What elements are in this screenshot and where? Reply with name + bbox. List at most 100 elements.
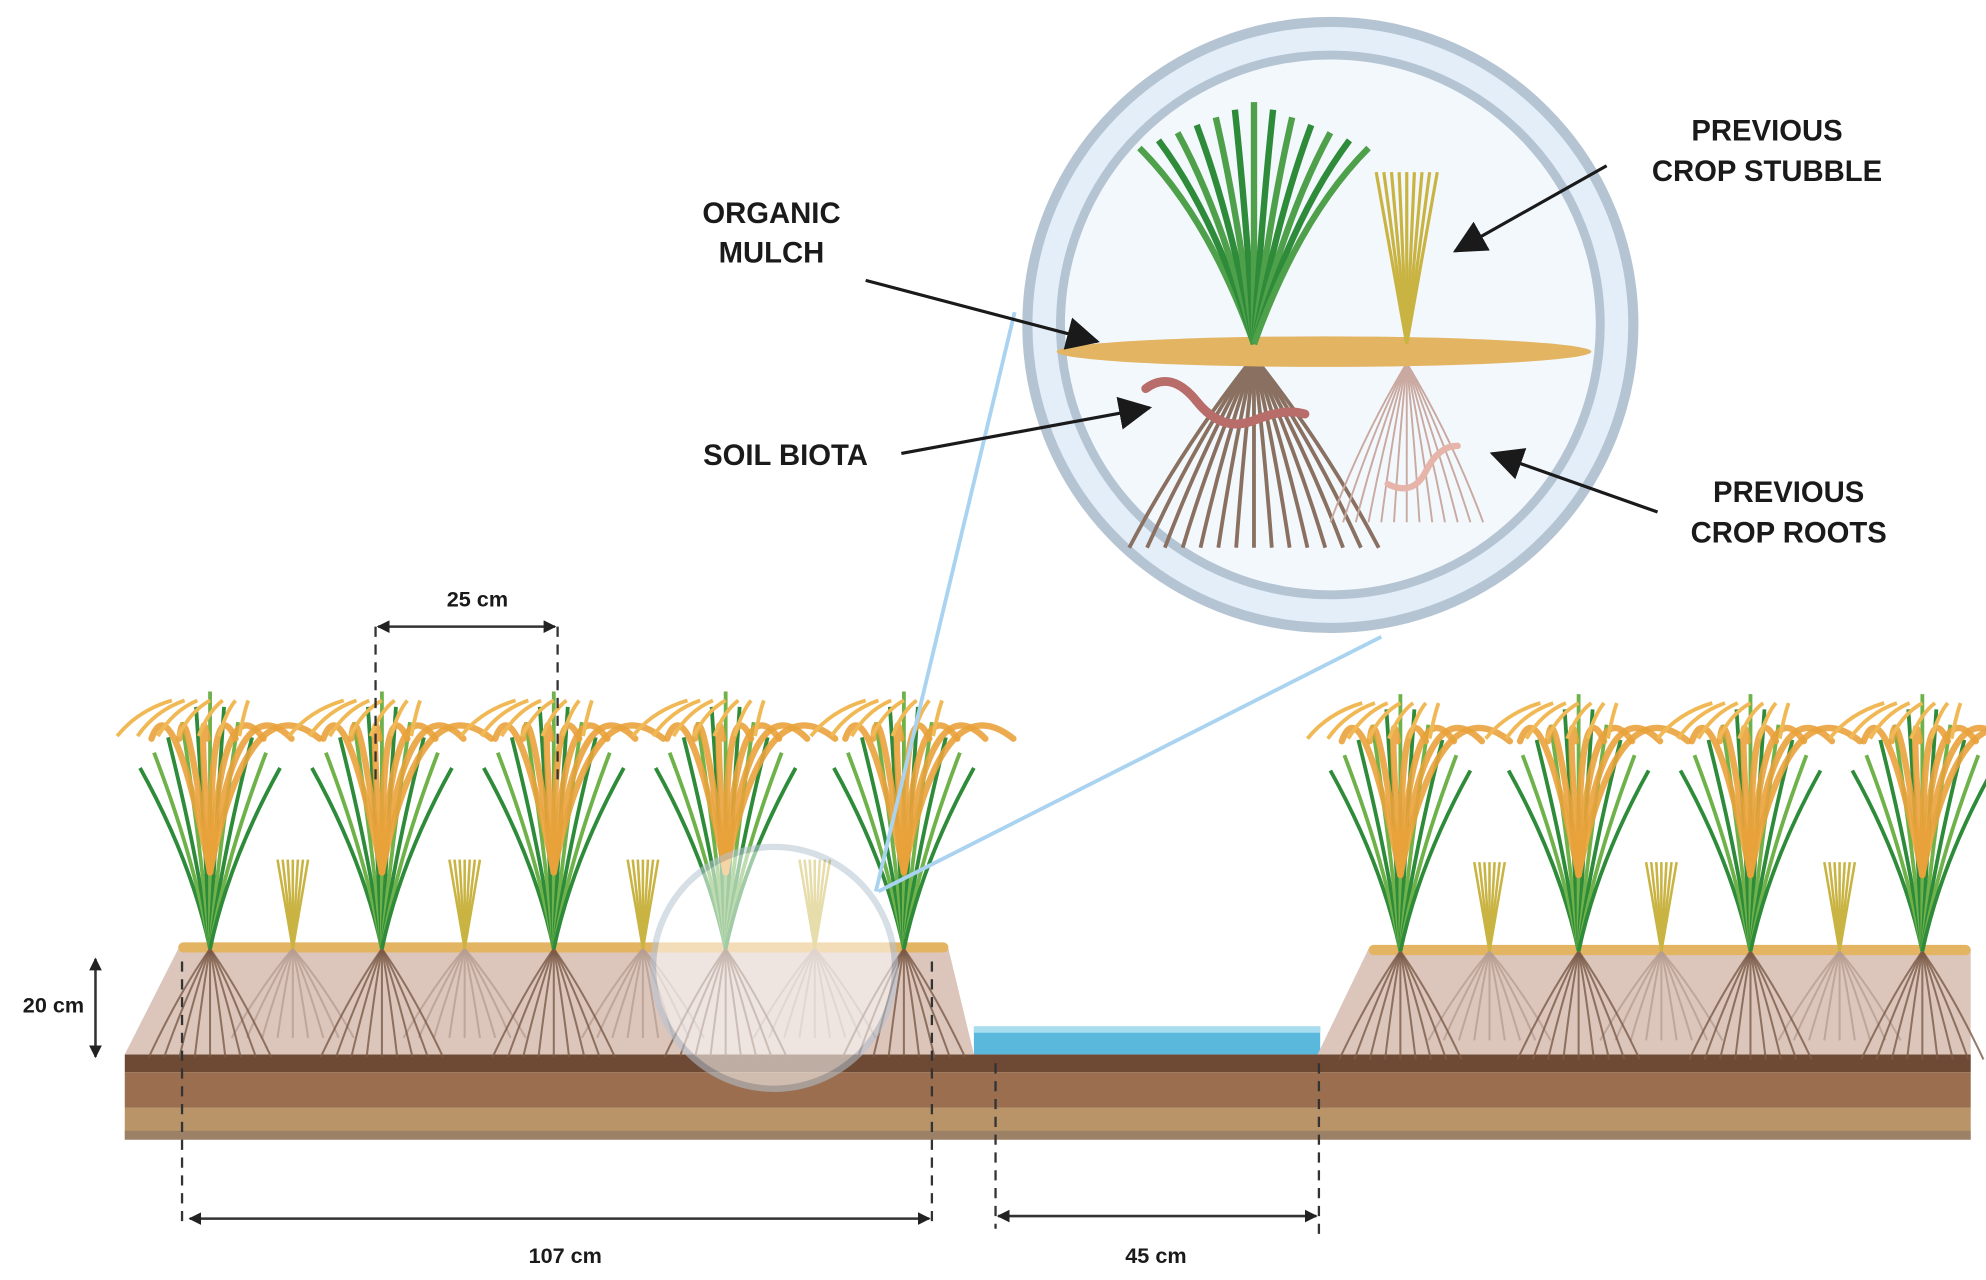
rice-leaf	[1748, 769, 1823, 952]
root	[1473, 951, 1491, 1041]
crop-root	[1252, 356, 1310, 549]
organic-mulch-line2: MULCH	[719, 237, 825, 270]
root	[552, 948, 601, 1058]
root	[1547, 950, 1580, 1060]
rice-grain-strand	[671, 698, 714, 738]
root	[1703, 950, 1752, 1060]
rice-plant	[115, 691, 323, 1058]
rice-grain-strand	[1757, 701, 1778, 740]
earthworm	[1141, 377, 1310, 429]
root	[1838, 951, 1856, 1041]
lens-inner-ring	[1056, 50, 1605, 600]
root	[1921, 950, 1954, 1060]
rice-grain-strand	[1888, 701, 1924, 740]
rice-grain-strand	[1827, 701, 1885, 740]
root	[1457, 950, 1491, 1041]
crop-root	[1127, 355, 1256, 549]
rice-grain-strand	[631, 698, 689, 738]
root	[463, 948, 512, 1039]
bed-height-label: 20 cm	[23, 992, 84, 1017]
stubble-stem	[291, 859, 310, 949]
root	[148, 948, 211, 1058]
stubble-stem	[463, 859, 482, 949]
stubble-plant	[230, 859, 355, 1039]
lens-rice-leaf	[1250, 145, 1371, 346]
root	[552, 948, 586, 1058]
previous-crop-root	[1380, 362, 1408, 523]
rice-grain-strand	[1716, 701, 1752, 740]
lens-roots	[1127, 355, 1485, 549]
root	[1860, 950, 1924, 1060]
root	[1531, 950, 1580, 1060]
rice-grain-strand	[499, 698, 542, 738]
rice-panicle	[1747, 724, 1864, 879]
connector-line-lower	[877, 635, 1383, 894]
stubble-line2: CROP STUBBLE	[1652, 155, 1882, 188]
arrow-soil-biota	[901, 396, 1153, 456]
rice-grain-strand	[368, 698, 396, 737]
rice-grain-strand	[459, 698, 517, 738]
rice-grain-strand	[1545, 701, 1580, 740]
root	[1399, 951, 1417, 1060]
magnifier-connector-lines	[649, 311, 1383, 1092]
rice-grain-strand	[176, 698, 211, 737]
rice-grain-strand	[1585, 701, 1606, 740]
water-surface	[973, 1026, 1321, 1033]
root	[887, 948, 905, 1058]
root	[463, 948, 497, 1039]
root	[335, 948, 383, 1058]
arrow-previous-crop-roots	[1489, 448, 1659, 514]
soil-profile	[124, 942, 1971, 1140]
rice-grain-strand	[1929, 701, 1950, 740]
root	[246, 948, 294, 1039]
root	[1749, 950, 1813, 1060]
rice-grain-strand	[1346, 701, 1389, 740]
crop-root	[1252, 355, 1381, 549]
rice-grain-strand	[692, 698, 727, 737]
root	[903, 948, 966, 1058]
root	[209, 948, 242, 1058]
crop-root	[1252, 355, 1363, 549]
arrow-previous-crop-stubble	[1452, 164, 1608, 253]
rice-grain-strand	[870, 698, 905, 737]
previous-crop-root	[1354, 362, 1408, 523]
stubble-stem	[1488, 861, 1507, 952]
root	[1384, 951, 1402, 1060]
rice-plant	[459, 691, 667, 1058]
previous-crop-root	[1393, 363, 1408, 523]
root	[902, 948, 921, 1058]
previous-crop-root	[1405, 362, 1446, 523]
crop-root	[1252, 355, 1345, 549]
root	[350, 948, 383, 1058]
root	[1442, 950, 1491, 1041]
root	[1577, 951, 1595, 1060]
rice-grain-strand	[850, 698, 892, 738]
crop-root	[1198, 356, 1256, 549]
root	[1614, 950, 1663, 1041]
root	[1599, 950, 1663, 1041]
root	[365, 948, 383, 1058]
root	[1688, 950, 1752, 1060]
root	[381, 948, 429, 1058]
root	[1562, 951, 1580, 1060]
root	[261, 948, 294, 1039]
stubble-stem	[641, 859, 660, 949]
crop-root	[1252, 356, 1274, 548]
rice-grain-strand	[307, 698, 358, 738]
rice-grain-strand	[1484, 701, 1541, 740]
root	[417, 948, 466, 1039]
root	[1660, 950, 1709, 1041]
label-soil-biota: SOIL BIOTA	[703, 439, 868, 472]
rice-plants	[115, 691, 1986, 1060]
crop-root	[1234, 356, 1256, 548]
root	[1921, 951, 1939, 1060]
root	[291, 948, 310, 1038]
stubble-plant	[402, 859, 527, 1039]
root	[611, 948, 644, 1039]
root	[1577, 950, 1626, 1060]
rice-plant	[809, 691, 1017, 1058]
rice-grain-strand	[890, 698, 918, 737]
root	[463, 948, 481, 1038]
roots-line2: CROP ROOTS	[1691, 517, 1887, 550]
